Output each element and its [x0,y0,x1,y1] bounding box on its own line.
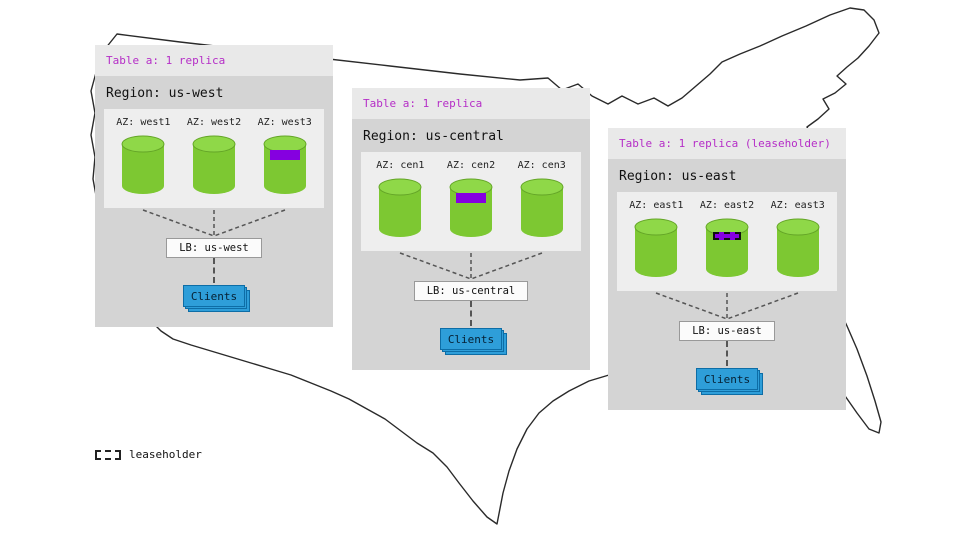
table-replica-label: Table a: 1 replica [95,45,333,76]
az-group: AZ: west1 AZ: west2 AZ: west3 [104,109,324,208]
clients-box: Clients [183,285,245,307]
az-column: AZ: cen2 [436,160,507,238]
region-panel-us-central: Table a: 1 replica Region: us-central AZ… [352,88,590,370]
az-label: AZ: east2 [699,200,755,211]
az-label: AZ: cen3 [517,160,566,171]
az-column: AZ: cen1 [365,160,436,238]
table-replica-label: Table a: 1 replica (leaseholder) [608,128,846,159]
az-label: AZ: west1 [116,117,171,128]
clients-box: Clients [440,328,502,350]
az-group: AZ: east1 AZ: east2 AZ: east3 [617,192,837,291]
database-node [449,178,493,238]
database-node [705,218,749,278]
connector-lines-icon [142,209,286,237]
az-column: AZ: cen3 [506,160,577,238]
table-replica-label: Table a: 1 replica [352,88,590,119]
lb-clients-connector [213,258,215,283]
az-label: AZ: cen2 [446,160,496,171]
database-cylinder-icon [121,135,165,194]
az-label: AZ: cen1 [376,160,425,171]
database-cylinder-icon [192,135,236,194]
replica-range-marker [456,193,486,203]
database-node [263,135,307,195]
legend-label: leaseholder [129,448,202,461]
lb-clients-connector [726,341,728,366]
clients-box: Clients [696,368,758,390]
connector-lines-icon [655,292,799,320]
region-panel-us-east: Table a: 1 replica (leaseholder) Region:… [608,128,846,410]
region-title: Region: us-east [619,169,737,184]
clients-stack: Clients [696,368,763,395]
database-cylinder-icon [520,178,564,237]
az-column: AZ: west3 [249,117,320,195]
az-column: AZ: west1 [108,117,179,195]
database-cylinder-icon [378,178,422,237]
database-node [776,218,820,278]
database-cylinder-icon [634,218,678,277]
region-title: Region: us-west [106,86,224,101]
database-node [121,135,165,195]
az-column: AZ: east3 [762,200,833,278]
clients-stack: Clients [183,285,250,312]
az-label: AZ: west2 [186,117,242,128]
database-cylinder-icon [263,135,307,194]
database-node [634,218,678,278]
database-cylinder-icon [776,218,820,277]
database-node [520,178,564,238]
database-node [192,135,236,195]
replica-range-marker [269,150,300,160]
az-label: AZ: west3 [257,117,312,128]
az-label: AZ: east3 [770,200,825,211]
load-balancer: LB: us-central [413,281,529,301]
database-cylinder-icon [705,218,749,277]
database-cylinder-icon [449,178,493,237]
az-column: AZ: west2 [179,117,250,195]
region-panel-us-west: Table a: 1 replica Region: us-west AZ: w… [95,45,333,327]
leaseholder-swatch-icon [95,449,121,460]
az-column: AZ: east2 [692,200,763,278]
region-title: Region: us-central [363,129,504,144]
az-label: AZ: east1 [629,200,684,211]
clients-stack: Clients [440,328,507,355]
connector-lines-icon [399,252,543,280]
load-balancer: LB: us-west [166,238,262,258]
legend: leaseholder [95,448,202,461]
database-node [378,178,422,238]
az-group: AZ: cen1 AZ: cen2 AZ: cen3 [361,152,581,251]
load-balancer: LB: us-east [679,321,775,341]
lb-clients-connector [470,301,472,326]
az-column: AZ: east1 [621,200,692,278]
leaseholder-range-marker [713,232,741,240]
